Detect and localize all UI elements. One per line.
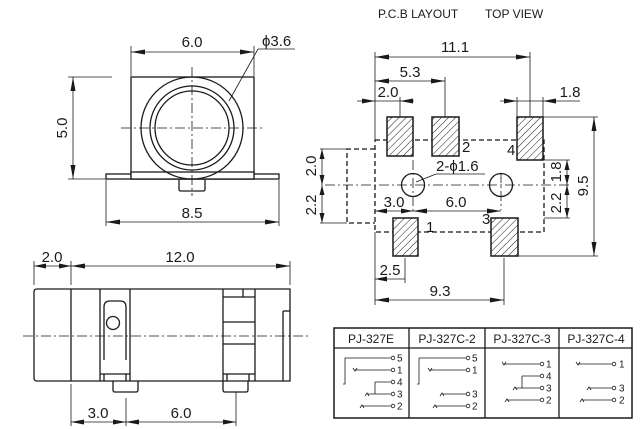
pin-label: 2	[546, 396, 552, 407]
side-body	[33, 288, 291, 382]
schematic-pj327c3	[501, 361, 545, 403]
pin-label: 3	[619, 384, 625, 395]
front-view: 6.0 ϕ3.6 5.0 8.5	[54, 33, 295, 226]
pad-4	[516, 116, 544, 161]
dim-overall-height: 9.5	[575, 176, 592, 197]
dim-pad-width-left: 2.0	[378, 84, 399, 101]
dim-left-lower: 2.2	[303, 195, 320, 216]
pcb-top-view-label: TOP VIEW	[485, 7, 544, 21]
pin-label: 4	[546, 372, 552, 383]
pin-label: 2	[397, 402, 403, 413]
dim-overall-width: 11.1	[441, 39, 469, 56]
dim-hole-offset: 3.0	[384, 194, 405, 211]
pcb-layout-title: P.C.B LAYOUT	[378, 7, 459, 21]
pad-label-4: 4	[507, 142, 515, 159]
side-view: 2.0 12.0 3.0 6.0	[23, 249, 308, 426]
pin-label: 1	[472, 366, 478, 377]
pin-label: 1	[546, 360, 552, 371]
pad-5	[386, 116, 414, 157]
table-header-pj327e: PJ-327E	[348, 332, 394, 346]
pin-label: 1	[397, 366, 403, 377]
table-header-pj327c2: PJ-327C-2	[418, 332, 476, 346]
pad-label-1: 1	[426, 219, 434, 236]
dim-pad2-offset: 5.3	[400, 64, 421, 81]
pin-label: 4	[397, 378, 403, 389]
pin-label: 3	[546, 384, 552, 395]
dim-left-upper: 2.0	[303, 156, 320, 177]
side-pin1-dim: 3.0	[88, 405, 109, 422]
pad-label-2: 2	[462, 139, 470, 156]
footprint-front-outline	[346, 148, 375, 224]
pad-1	[392, 217, 419, 257]
dim-holes: 2-ϕ1.6	[436, 158, 479, 175]
pin-label: 1	[619, 360, 625, 371]
table-header-pj327c3: PJ-327C-3	[493, 332, 551, 346]
variant-table: PJ-327E PJ-327C-2 PJ-327C-3 PJ-327C-4 5 …	[333, 327, 633, 419]
dim-bottom-pad-span: 9.3	[430, 283, 451, 300]
front-diameter-dim: ϕ3.6	[262, 33, 291, 50]
table-header-pj327c4: PJ-327C-4	[567, 332, 625, 346]
pad-3	[490, 217, 519, 257]
schematic-pj327e	[343, 355, 396, 409]
side-length-dim: 12.0	[165, 249, 194, 266]
schematic-pj327c4	[575, 361, 617, 403]
front-height-dim: 5.0	[54, 118, 71, 139]
side-pin-spacing-dim: 6.0	[171, 405, 192, 422]
dim-hole-spacing: 6.0	[446, 194, 467, 211]
front-flange-dim: 8.5	[182, 205, 203, 222]
pin-label: 5	[397, 354, 403, 365]
pin-label: 3	[397, 390, 403, 401]
pcb-layout: P.C.B LAYOUT TOP VIEW 1 2 3 4 11.1 5.3 2…	[303, 7, 598, 305]
schematic-pj327c2	[417, 355, 471, 409]
pin-label: 2	[472, 402, 478, 413]
dim-pad-width-right: 1.8	[560, 84, 581, 101]
pin-label: 5	[472, 354, 478, 365]
dim-bottom-pad-offset: 2.5	[380, 262, 401, 279]
dim-upper-offset: 1.8	[548, 162, 565, 183]
front-width-dim: 6.0	[182, 34, 203, 51]
pad-label-3: 3	[482, 211, 490, 228]
side-slot	[103, 300, 127, 360]
pin-label: 2	[619, 396, 625, 407]
side-front-dim: 2.0	[42, 249, 63, 266]
side-tab-2	[222, 381, 249, 393]
side-hole	[105, 315, 121, 331]
front-bottom-tab	[178, 179, 206, 192]
pad-2	[431, 116, 460, 157]
dim-lower-offset: 2.2	[548, 193, 565, 214]
side-tab-1	[112, 381, 139, 393]
pin-label: 3	[472, 390, 478, 401]
